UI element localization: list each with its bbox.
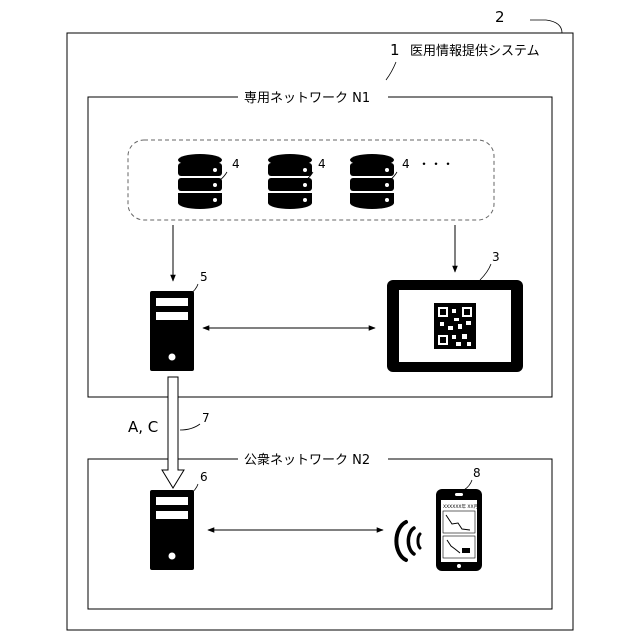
- display-3-ref: 3: [492, 250, 500, 264]
- leader-line-1: [386, 62, 396, 80]
- server-6-icon: [150, 490, 194, 570]
- database-icon-1: [178, 154, 222, 209]
- database-ref-3: 4: [402, 157, 410, 171]
- link-7-text: A, C: [128, 418, 158, 436]
- server-5-icon: [150, 291, 194, 371]
- leader-line-2: [530, 20, 562, 33]
- database-ellipsis: ・・・: [418, 157, 454, 171]
- database-ref-1: 4: [232, 157, 240, 171]
- hollow-arrow-7: [162, 377, 184, 488]
- smartphone-8-icon: XXXXXX年 XX月: [436, 489, 482, 571]
- ref-outer: 2: [495, 8, 505, 26]
- qr-code-icon: [434, 303, 476, 349]
- server-6-ref: 6: [200, 470, 208, 484]
- wireless-icon: [396, 522, 420, 560]
- database-icon-3: [350, 154, 394, 209]
- server-5-ref: 5: [200, 270, 208, 284]
- network-n1-label: 専用ネットワーク N1: [244, 91, 370, 106]
- system-ref: 1: [390, 41, 400, 59]
- smartphone-screen-text: XXXXXX年 XX月: [443, 503, 478, 510]
- system-title: 医用情報提供システム: [410, 43, 540, 59]
- network-n2-label: 公衆ネットワーク N2: [244, 452, 370, 468]
- database-icon-2: [268, 154, 312, 209]
- display-3-icon: [387, 280, 523, 372]
- database-ref-2: 4: [318, 157, 326, 171]
- smartphone-8-ref: 8: [473, 466, 481, 480]
- link-7-ref: 7: [202, 411, 210, 425]
